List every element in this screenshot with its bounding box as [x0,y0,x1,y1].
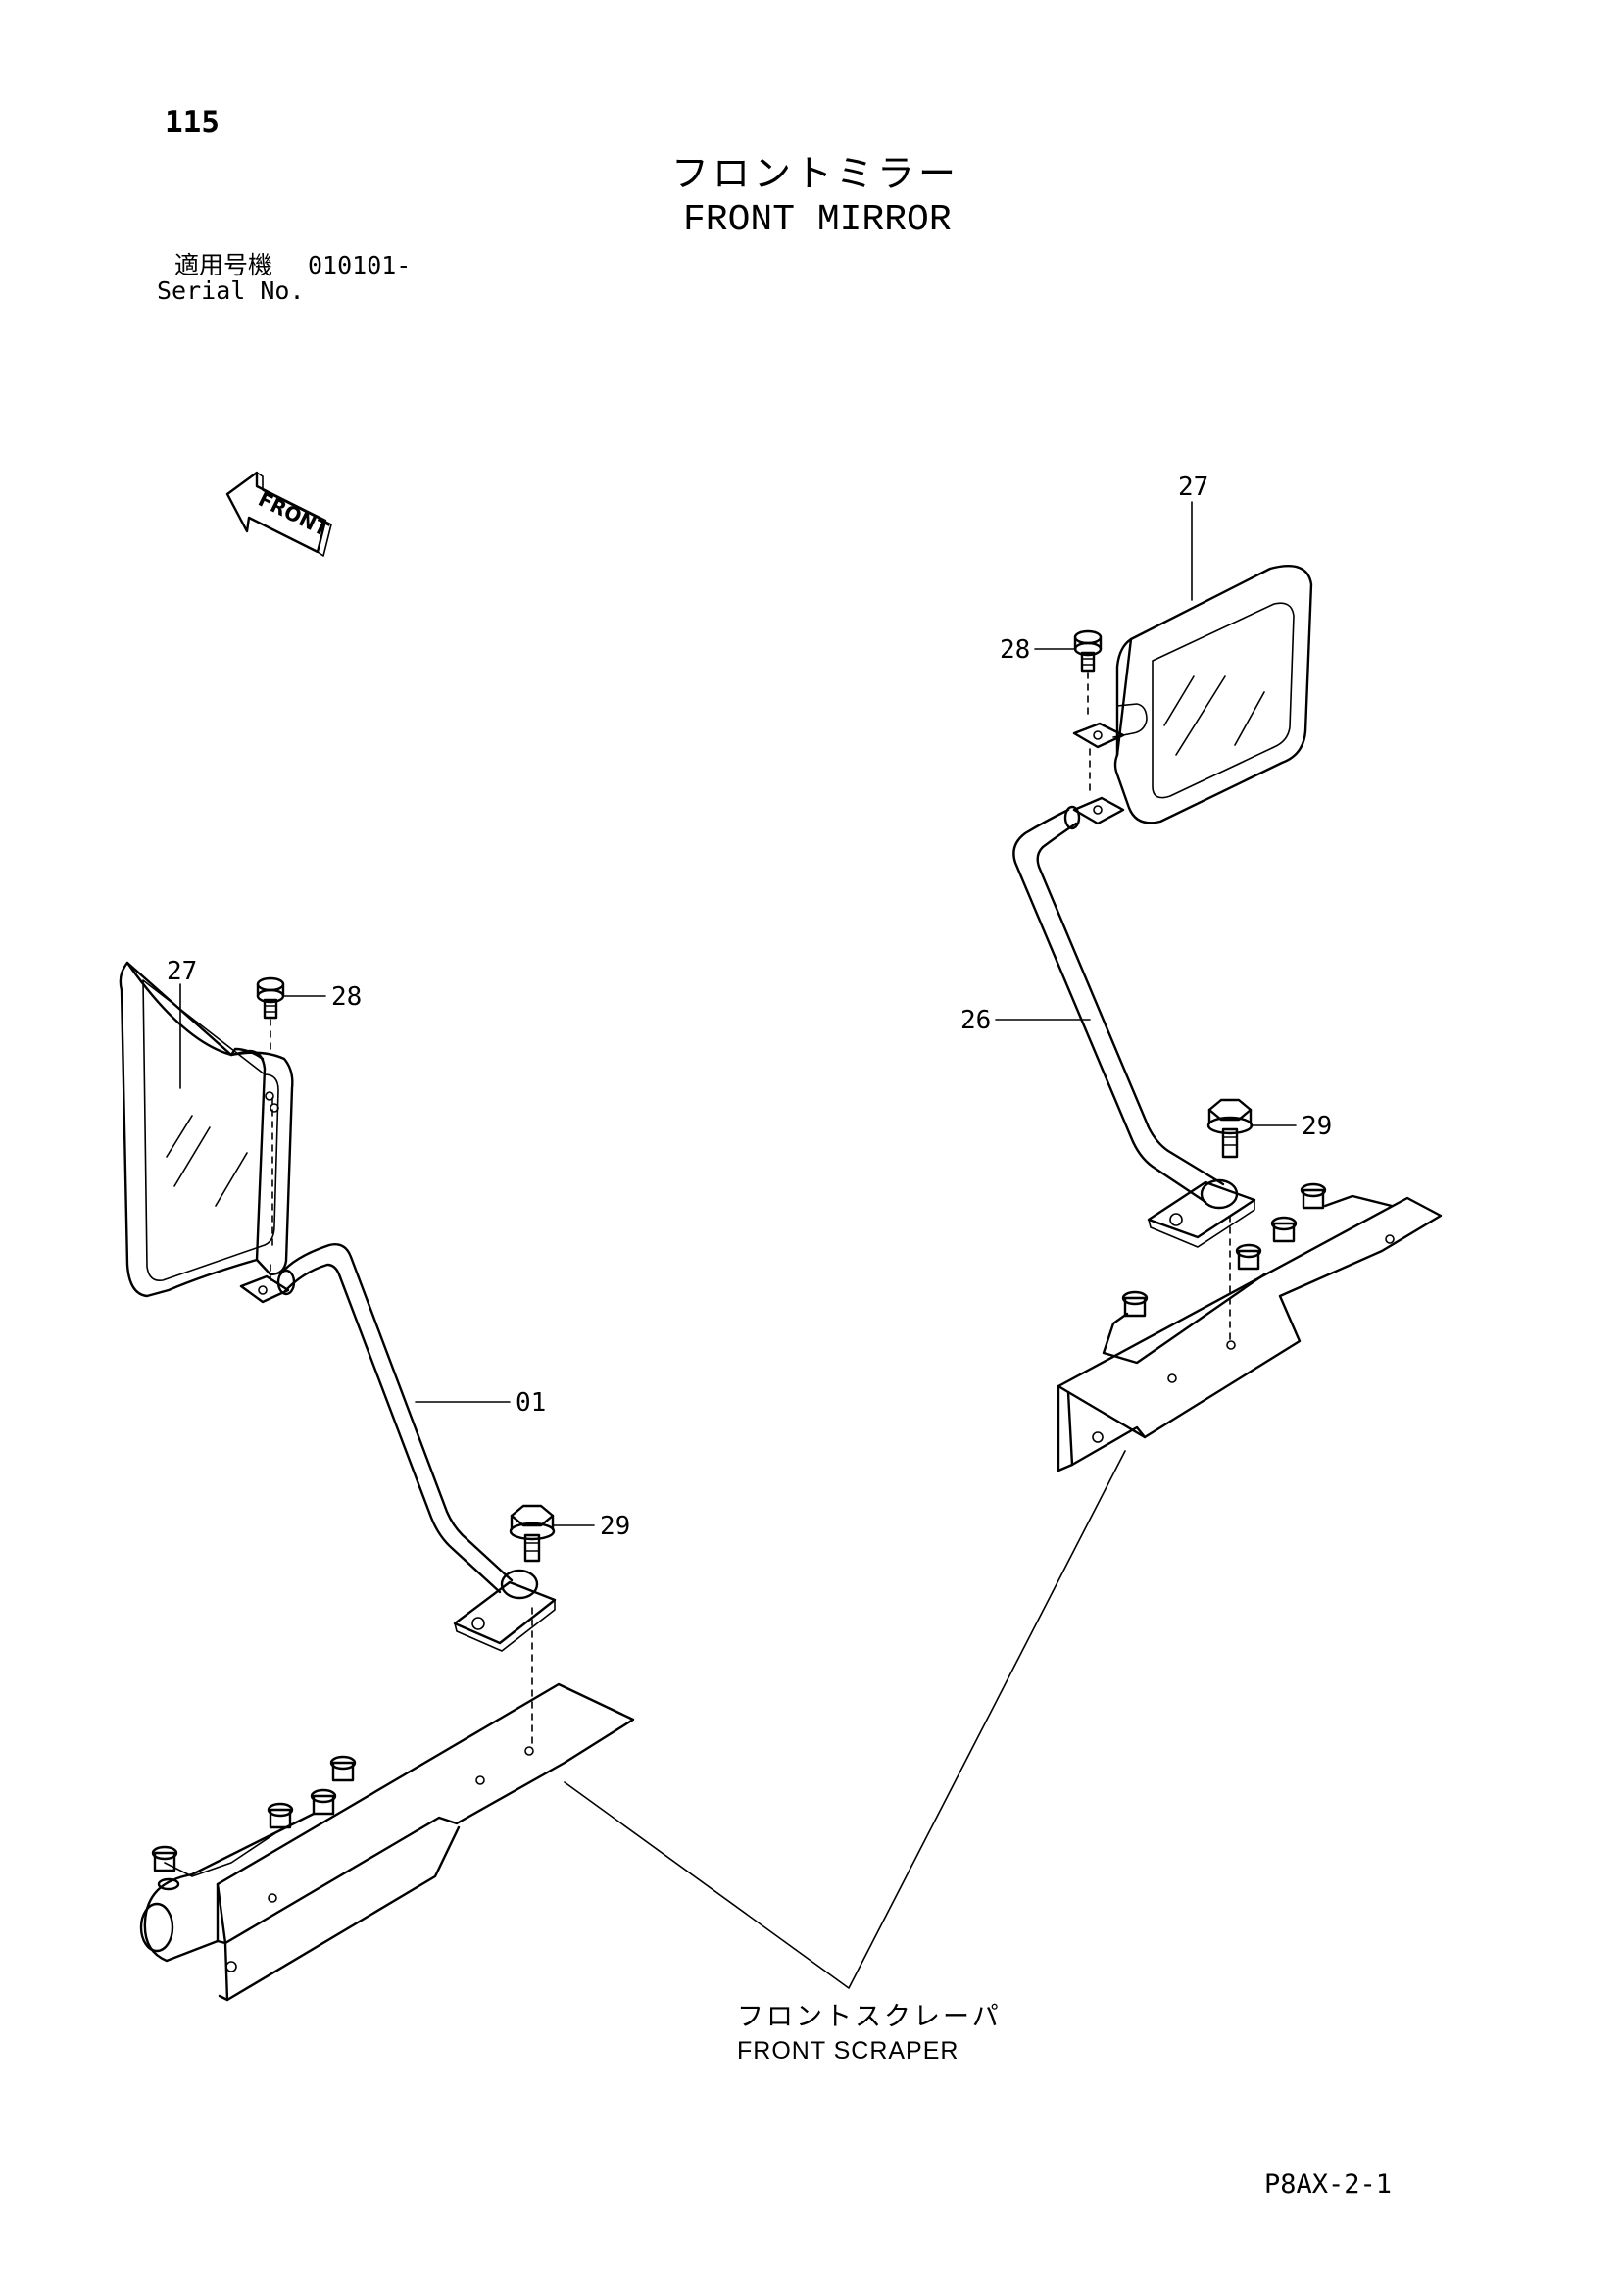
front-scraper-label: FRONT SCRAPER [737,2037,959,2065]
callout-right-mirror: 27 [1178,473,1209,502]
callout-left-mirror: 27 [167,957,198,986]
left-front-scraper [139,1682,635,2002]
callout-left-screw: 28 [331,982,363,1012]
front-direction-arrow: FRONT [225,471,333,557]
right-screw [1073,629,1103,715]
page-title: FRONT MIRROR [683,199,952,241]
callout-right-screw: 28 [1000,635,1031,665]
right-front-scraper [1057,1182,1443,1472]
right-mirror-stay [1012,722,1256,1248]
callout-leaders [179,501,1297,1989]
left-bolt [509,1504,556,1746]
left-mirror-assembly [119,961,635,2002]
right-mirror [1112,565,1313,824]
serial-label-english: Serial No. [157,276,305,305]
callout-left-stay: 01 [516,1388,547,1418]
callout-right-bolt: 29 [1302,1112,1333,1141]
page-number: 115 [165,105,220,140]
serial-label-japanese: 適用号機 [174,251,273,279]
front-arrow-label: FRONT [255,487,333,541]
front-scraper-label-japanese: フロントスクレーパ [737,2002,1002,2032]
serial-number-value: 010101- [308,251,412,279]
left-mirror-stay [239,1243,557,1652]
left-mirror [119,961,294,1298]
title-japanese: フロントミラー [671,152,960,195]
callout-right-stay: 26 [960,1006,992,1035]
left-screw [256,976,285,1055]
right-bolt [1206,1098,1254,1346]
right-mirror-assembly [1012,565,1443,1472]
callout-left-bolt: 29 [600,1512,631,1541]
document-code: P8AX-2-1 [1264,2170,1393,2200]
